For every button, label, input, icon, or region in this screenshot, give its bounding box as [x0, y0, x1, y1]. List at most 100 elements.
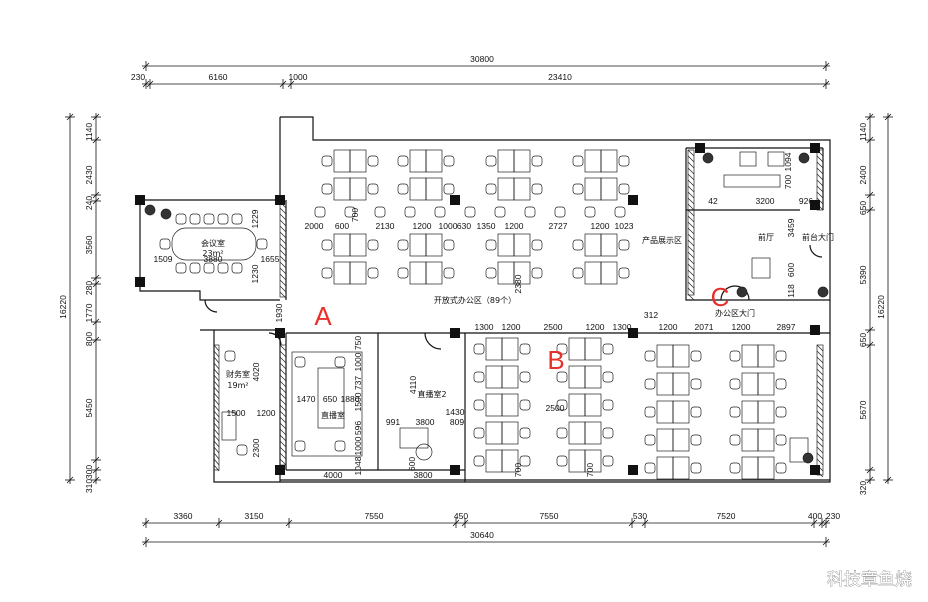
wall-hatch [687, 269, 695, 277]
wall-hatch [687, 221, 695, 229]
chair [397, 267, 409, 279]
wall-hatch [279, 434, 287, 442]
chair [189, 213, 201, 225]
desk [656, 400, 674, 424]
desk [568, 421, 586, 445]
chair [404, 206, 416, 218]
desk [333, 149, 351, 173]
desk [741, 428, 759, 452]
wall-hatch [687, 251, 695, 259]
wall-hatch [279, 398, 287, 406]
desk [349, 149, 367, 173]
front-desk [723, 174, 781, 188]
chair [397, 239, 409, 251]
wall-hatch [816, 392, 824, 400]
desk [497, 233, 515, 257]
wall-strip [687, 149, 695, 296]
wall-hatch [213, 446, 220, 454]
sofa [767, 151, 785, 167]
chair [374, 206, 386, 218]
desk [497, 149, 515, 173]
wall-strip [279, 344, 287, 466]
desk [485, 449, 503, 473]
chair [473, 399, 485, 411]
desk [656, 456, 674, 480]
counter [789, 437, 809, 463]
desk [409, 261, 427, 285]
wall-hatch [279, 452, 287, 460]
chair [602, 427, 614, 439]
live2-desk [399, 427, 429, 449]
wall-hatch [279, 362, 287, 370]
wall-hatch [279, 440, 287, 448]
wall-hatch [687, 167, 695, 175]
chair [519, 399, 531, 411]
plant [144, 204, 156, 216]
wall-hatch [279, 207, 287, 215]
chair [443, 155, 455, 167]
chair [531, 239, 543, 251]
door-arc [204, 299, 218, 313]
desk [584, 149, 602, 173]
column [135, 195, 145, 205]
wall-hatch [213, 464, 220, 472]
chair [443, 183, 455, 195]
chair [556, 427, 568, 439]
wall-hatch [687, 263, 695, 271]
desk [757, 428, 775, 452]
wall-hatch [279, 380, 287, 388]
chair [572, 239, 584, 251]
plant [736, 286, 748, 298]
desk [757, 456, 775, 480]
chair [294, 356, 306, 368]
wall-hatch [687, 239, 695, 247]
desk [741, 344, 759, 368]
chair [775, 378, 787, 390]
wall-hatch [213, 386, 220, 394]
chair [531, 155, 543, 167]
wall-hatch [816, 386, 824, 394]
chair [775, 462, 787, 474]
desk [349, 233, 367, 257]
chair [397, 155, 409, 167]
chair [519, 343, 531, 355]
wall-hatch [279, 213, 287, 221]
wall-hatch [213, 398, 220, 406]
chair [556, 399, 568, 411]
chair [485, 239, 497, 251]
wall-hatch [213, 344, 220, 352]
wall-hatch [687, 191, 695, 199]
wall-hatch [687, 149, 695, 157]
desk [425, 233, 443, 257]
desk [656, 344, 674, 368]
column [628, 328, 638, 338]
desk [333, 261, 351, 285]
desk [584, 393, 602, 417]
wall-hatch [213, 458, 220, 466]
desk [600, 261, 618, 285]
chair [644, 406, 656, 418]
desk [656, 428, 674, 452]
desk [568, 365, 586, 389]
desk [497, 261, 515, 285]
chair [217, 213, 229, 225]
chair [203, 262, 215, 274]
desk [672, 344, 690, 368]
wall-hatch [279, 291, 287, 299]
desk [757, 400, 775, 424]
chair [217, 262, 229, 274]
chair [485, 183, 497, 195]
chair [314, 206, 326, 218]
wall-hatch [816, 440, 824, 448]
wall-hatch [279, 458, 287, 466]
desk [741, 456, 759, 480]
live-room-sofa-area [291, 351, 363, 457]
column [628, 195, 638, 205]
wall-hatch [816, 416, 824, 424]
wall-hatch [687, 215, 695, 223]
chair [775, 434, 787, 446]
wall-hatch [213, 356, 220, 364]
wall-hatch [279, 404, 287, 412]
